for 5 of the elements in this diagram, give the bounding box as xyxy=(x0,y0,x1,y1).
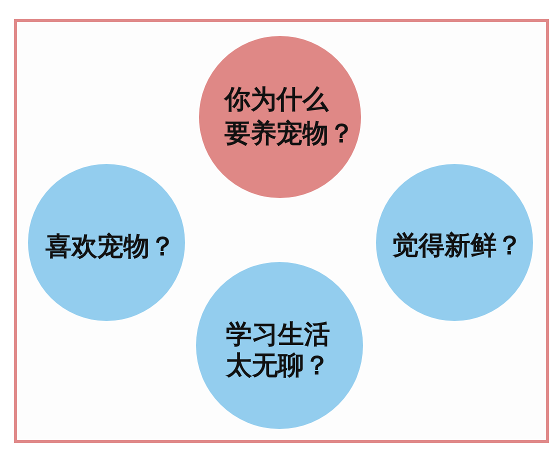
question-text: 学习生活太无聊？ xyxy=(226,320,331,382)
outline-frame xyxy=(14,19,549,443)
question-text: 觉得新鲜？ xyxy=(392,230,522,262)
question-text: 你为什么要养宠物？ xyxy=(224,84,356,151)
question-text: 喜欢宠物？ xyxy=(46,230,176,264)
